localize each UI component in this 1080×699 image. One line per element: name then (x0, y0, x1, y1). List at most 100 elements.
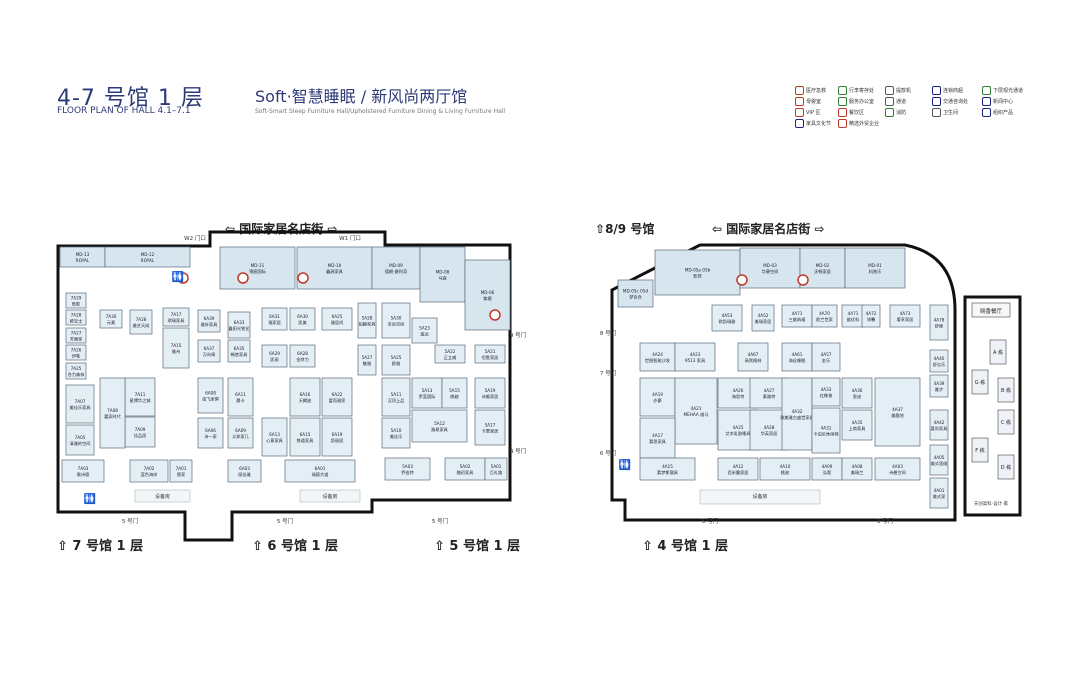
booth-name: 华英家居 (761, 430, 778, 437)
annex-room-label: B 栋 (1001, 387, 1011, 394)
legend-item: 通道 (885, 97, 906, 106)
booth-id: 4A23 (690, 352, 701, 357)
booth-name: 富而雅家 (329, 397, 347, 404)
booth-id: MD-11 (251, 263, 265, 268)
booth-right (841, 304, 865, 328)
legend-swatch-icon (982, 97, 991, 106)
booth-right (841, 409, 873, 441)
booth-name: 金乐 (822, 357, 830, 363)
booth-name: 伊象 (72, 353, 80, 360)
booth-id: MD-03 (763, 263, 777, 268)
legend-item: 母婴室 (795, 97, 821, 106)
booth-name: 凯美 (298, 319, 306, 326)
featured-exporter-icon (797, 274, 809, 286)
booth-name: 晨卡 (236, 397, 244, 404)
booth-left (65, 292, 87, 309)
booth-id: 4A57 (821, 352, 832, 357)
booth-id: 4A24 (652, 352, 663, 357)
legend-item: 精选外贸企业 (838, 119, 879, 128)
booth-name: 紫檀 (483, 295, 492, 302)
booth-name: 海思特 (732, 393, 745, 400)
booth-id: MD-09 (389, 263, 403, 268)
booth-name: 畅悠家具 (231, 351, 249, 358)
booth-id: 5A22 (445, 349, 456, 354)
booth-id: 5A28 (362, 316, 373, 321)
hall-7-label: ⇧ 7 号馆 1 层 (57, 539, 144, 554)
booth-id: 5A30 (391, 316, 402, 321)
booth-id: MD-02 (816, 263, 830, 268)
booth-name: 高然格林 (745, 357, 763, 364)
booth-right (639, 342, 676, 372)
booth-id: 4A12 (733, 464, 744, 469)
booth-id: 7A28 (136, 317, 147, 322)
booth-right (874, 457, 921, 481)
booth-left (289, 417, 321, 457)
booth-name: 蓝色海岸 (141, 471, 158, 478)
gate-label: 5 号门 (277, 517, 293, 525)
booth-id: 6A19 (332, 432, 343, 437)
booth-left (65, 344, 87, 361)
booth-left (162, 327, 190, 369)
booth-name: 诗美家居 (482, 393, 499, 400)
legend-swatch-icon (982, 108, 991, 117)
booth-left (197, 339, 221, 363)
booth-left (289, 377, 321, 417)
booth-name: 铂趣家具 (359, 321, 377, 328)
hall-89-label: ⇧8/9 号馆 (595, 222, 655, 236)
booth-left (474, 377, 506, 409)
booth-right (811, 407, 841, 454)
booth-id: 4A09 (822, 464, 833, 469)
booth-id: 4A33 (821, 387, 832, 392)
booth-left (381, 417, 411, 449)
legend-label: 家具文化节 (806, 121, 832, 127)
booth-id: 6A13 (269, 432, 280, 437)
service-room-label: 设备房 (322, 493, 337, 500)
booth-id: MD-05c 05d (623, 289, 649, 294)
legend-label: 医疗急救 (806, 88, 827, 94)
legend-swatch-icon (932, 86, 941, 95)
booth-id: 7A26 (71, 348, 82, 353)
booth-name: 福家居 (268, 319, 281, 326)
legend-label: 交通咨询处 (943, 99, 969, 105)
booth-id: 4A53 (722, 313, 733, 318)
booth-name: 美式思维 (931, 460, 948, 467)
booth-left (65, 309, 87, 326)
booth-name: 凯丽居 (331, 437, 344, 444)
booth-right (639, 417, 676, 459)
booth-left (227, 339, 251, 363)
booth-name: 鑫阳光铁艺 (229, 325, 250, 332)
booth-name: 9513 家具 (685, 357, 706, 364)
booth-id: 6A16 (300, 392, 311, 397)
gate-label: 7 号门 (600, 369, 616, 377)
gate-label: 8 号门 (600, 329, 616, 337)
featured-exporter-icon (177, 272, 189, 284)
booth-id: 4A03 (892, 464, 903, 469)
booth-left (129, 459, 169, 483)
booth-id: 7A25 (71, 366, 82, 371)
booth-left (371, 246, 421, 290)
gate-label: W2 门口 (184, 234, 206, 242)
annex-room-label: F 栋 (975, 447, 984, 454)
booth-id: 5A21 (485, 349, 496, 354)
booth-left (284, 459, 356, 483)
booth-name: 天蝎座 (299, 397, 312, 404)
annex-room-label: C 栋 (1001, 419, 1011, 426)
booth-right (929, 444, 949, 476)
booth-left (162, 307, 190, 327)
booth-name: 南飞家俱 (202, 396, 219, 403)
booth-name: 路易家具 (431, 426, 449, 433)
booth-id: 4A19 (652, 392, 663, 397)
booth-right (737, 342, 769, 372)
booth-id: 5A15 (449, 388, 460, 393)
legend-swatch-icon (885, 108, 894, 117)
gate-label: 9 号门 (510, 331, 526, 339)
booth-name: 清雅的空间 (70, 440, 91, 447)
page-title-en: FLOOR PLAN OF HALL 4.1–7.1 (57, 106, 191, 116)
booth-name: 义邦家几 (232, 433, 250, 440)
annex-room (997, 377, 1015, 403)
hall-5-label: ⇧ 5 号馆 1 层 (434, 539, 521, 554)
booth-name: 金特力 (296, 356, 309, 363)
legend-label: 精选外贸企业 (849, 121, 880, 127)
booth-id: 7A28 (71, 313, 82, 318)
